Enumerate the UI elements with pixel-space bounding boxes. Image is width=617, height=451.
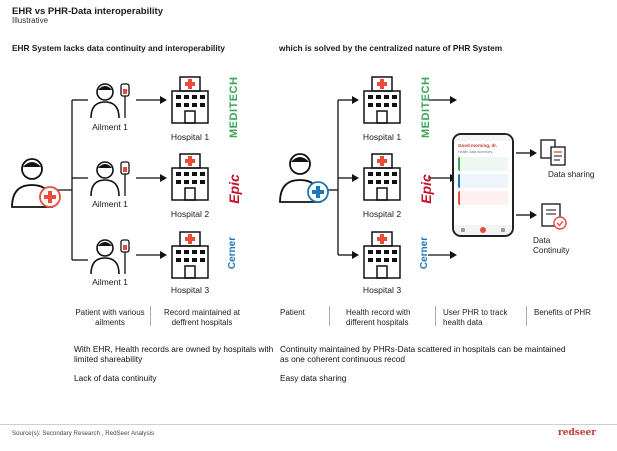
column-divider (150, 306, 151, 326)
cerner-logo: Cerner (227, 236, 238, 270)
phone-nav-bar (454, 225, 512, 235)
phone-card (458, 191, 508, 205)
right-summary: Continuity maintained by PHRs-Data scatt… (280, 344, 566, 364)
left-col-label-record: Record maintained at deffrent hospitals (163, 308, 241, 327)
data-sharing-icon (540, 139, 566, 166)
left-col-label-patient: Patient with various ailments (75, 308, 145, 327)
source-note: Source(s): Secondary Research , RedSeer … (12, 430, 155, 437)
phone-status-bar (454, 135, 512, 141)
phone-card (458, 174, 508, 188)
phone-subtext: Health data summary (458, 150, 493, 154)
redseer-logo: redseer (558, 428, 597, 438)
ailment-label: Ailment 1 (92, 277, 128, 287)
page-title: EHR vs PHR-Data interoperability (12, 6, 163, 17)
nav-icon (479, 227, 486, 233)
column-divider (526, 306, 527, 326)
patient-icon (11, 158, 61, 208)
nav-icon (500, 228, 505, 232)
benefit-label: Data Continuity (533, 236, 570, 255)
right-col-label-patient: Patient (280, 308, 305, 317)
hospital-icon (171, 153, 209, 201)
left-heading: EHR System lacks data continuity and int… (12, 43, 226, 53)
page-subtitle: Illustrative (12, 16, 49, 25)
left-summary: With EHR, Health records are owned by ho… (74, 344, 274, 364)
right-heading: which is solved by the centralized natur… (279, 43, 503, 53)
hospital-label: Hospital 3 (362, 285, 402, 295)
right-col-label-phr: User PHR to track health data (443, 308, 508, 327)
meditech-logo: MEDITECH (228, 76, 240, 138)
hospital-icon (363, 231, 401, 279)
epic-logo: Epic (226, 174, 242, 204)
phr-app-phone: Good morning, dr. Health data summary (452, 133, 514, 237)
benefit-label: Data sharing (548, 170, 595, 179)
column-divider (435, 306, 436, 326)
footer-divider (0, 424, 617, 425)
hospital-icon (171, 231, 209, 279)
hospital-icon (363, 76, 401, 124)
patient-icon (279, 153, 329, 203)
column-divider (329, 306, 330, 326)
meditech-logo: MEDITECH (420, 76, 432, 138)
hospital-label: Hospital 2 (362, 209, 402, 219)
phone-card (458, 157, 508, 171)
ailment-patient-icon (90, 161, 130, 197)
cerner-logo: Cerner (419, 236, 430, 270)
right-col-label-benefits: Benefits of PHR (534, 308, 591, 317)
hospital-label: Hospital 2 (170, 209, 210, 219)
right-point: Easy data sharing (280, 373, 347, 383)
hospital-icon (363, 153, 401, 201)
data-continuity-icon (541, 203, 567, 230)
epic-logo: Epic (418, 174, 434, 204)
hospital-label: Hospital 1 (362, 132, 402, 142)
ailment-label: Ailment 1 (92, 199, 128, 209)
ailment-patient-icon (90, 83, 130, 119)
hospital-label: Hospital 1 (170, 132, 210, 142)
right-col-label-records: Health record with different hospitals (346, 308, 411, 327)
left-point: Lack of data continuity (74, 373, 157, 383)
ailment-patient-icon (90, 239, 130, 275)
ailment-label: Ailment 1 (92, 122, 128, 132)
phone-greeting: Good morning, dr. (458, 143, 497, 148)
hospital-icon (171, 76, 209, 124)
hospital-label: Hospital 3 (170, 285, 210, 295)
nav-icon (461, 228, 466, 232)
